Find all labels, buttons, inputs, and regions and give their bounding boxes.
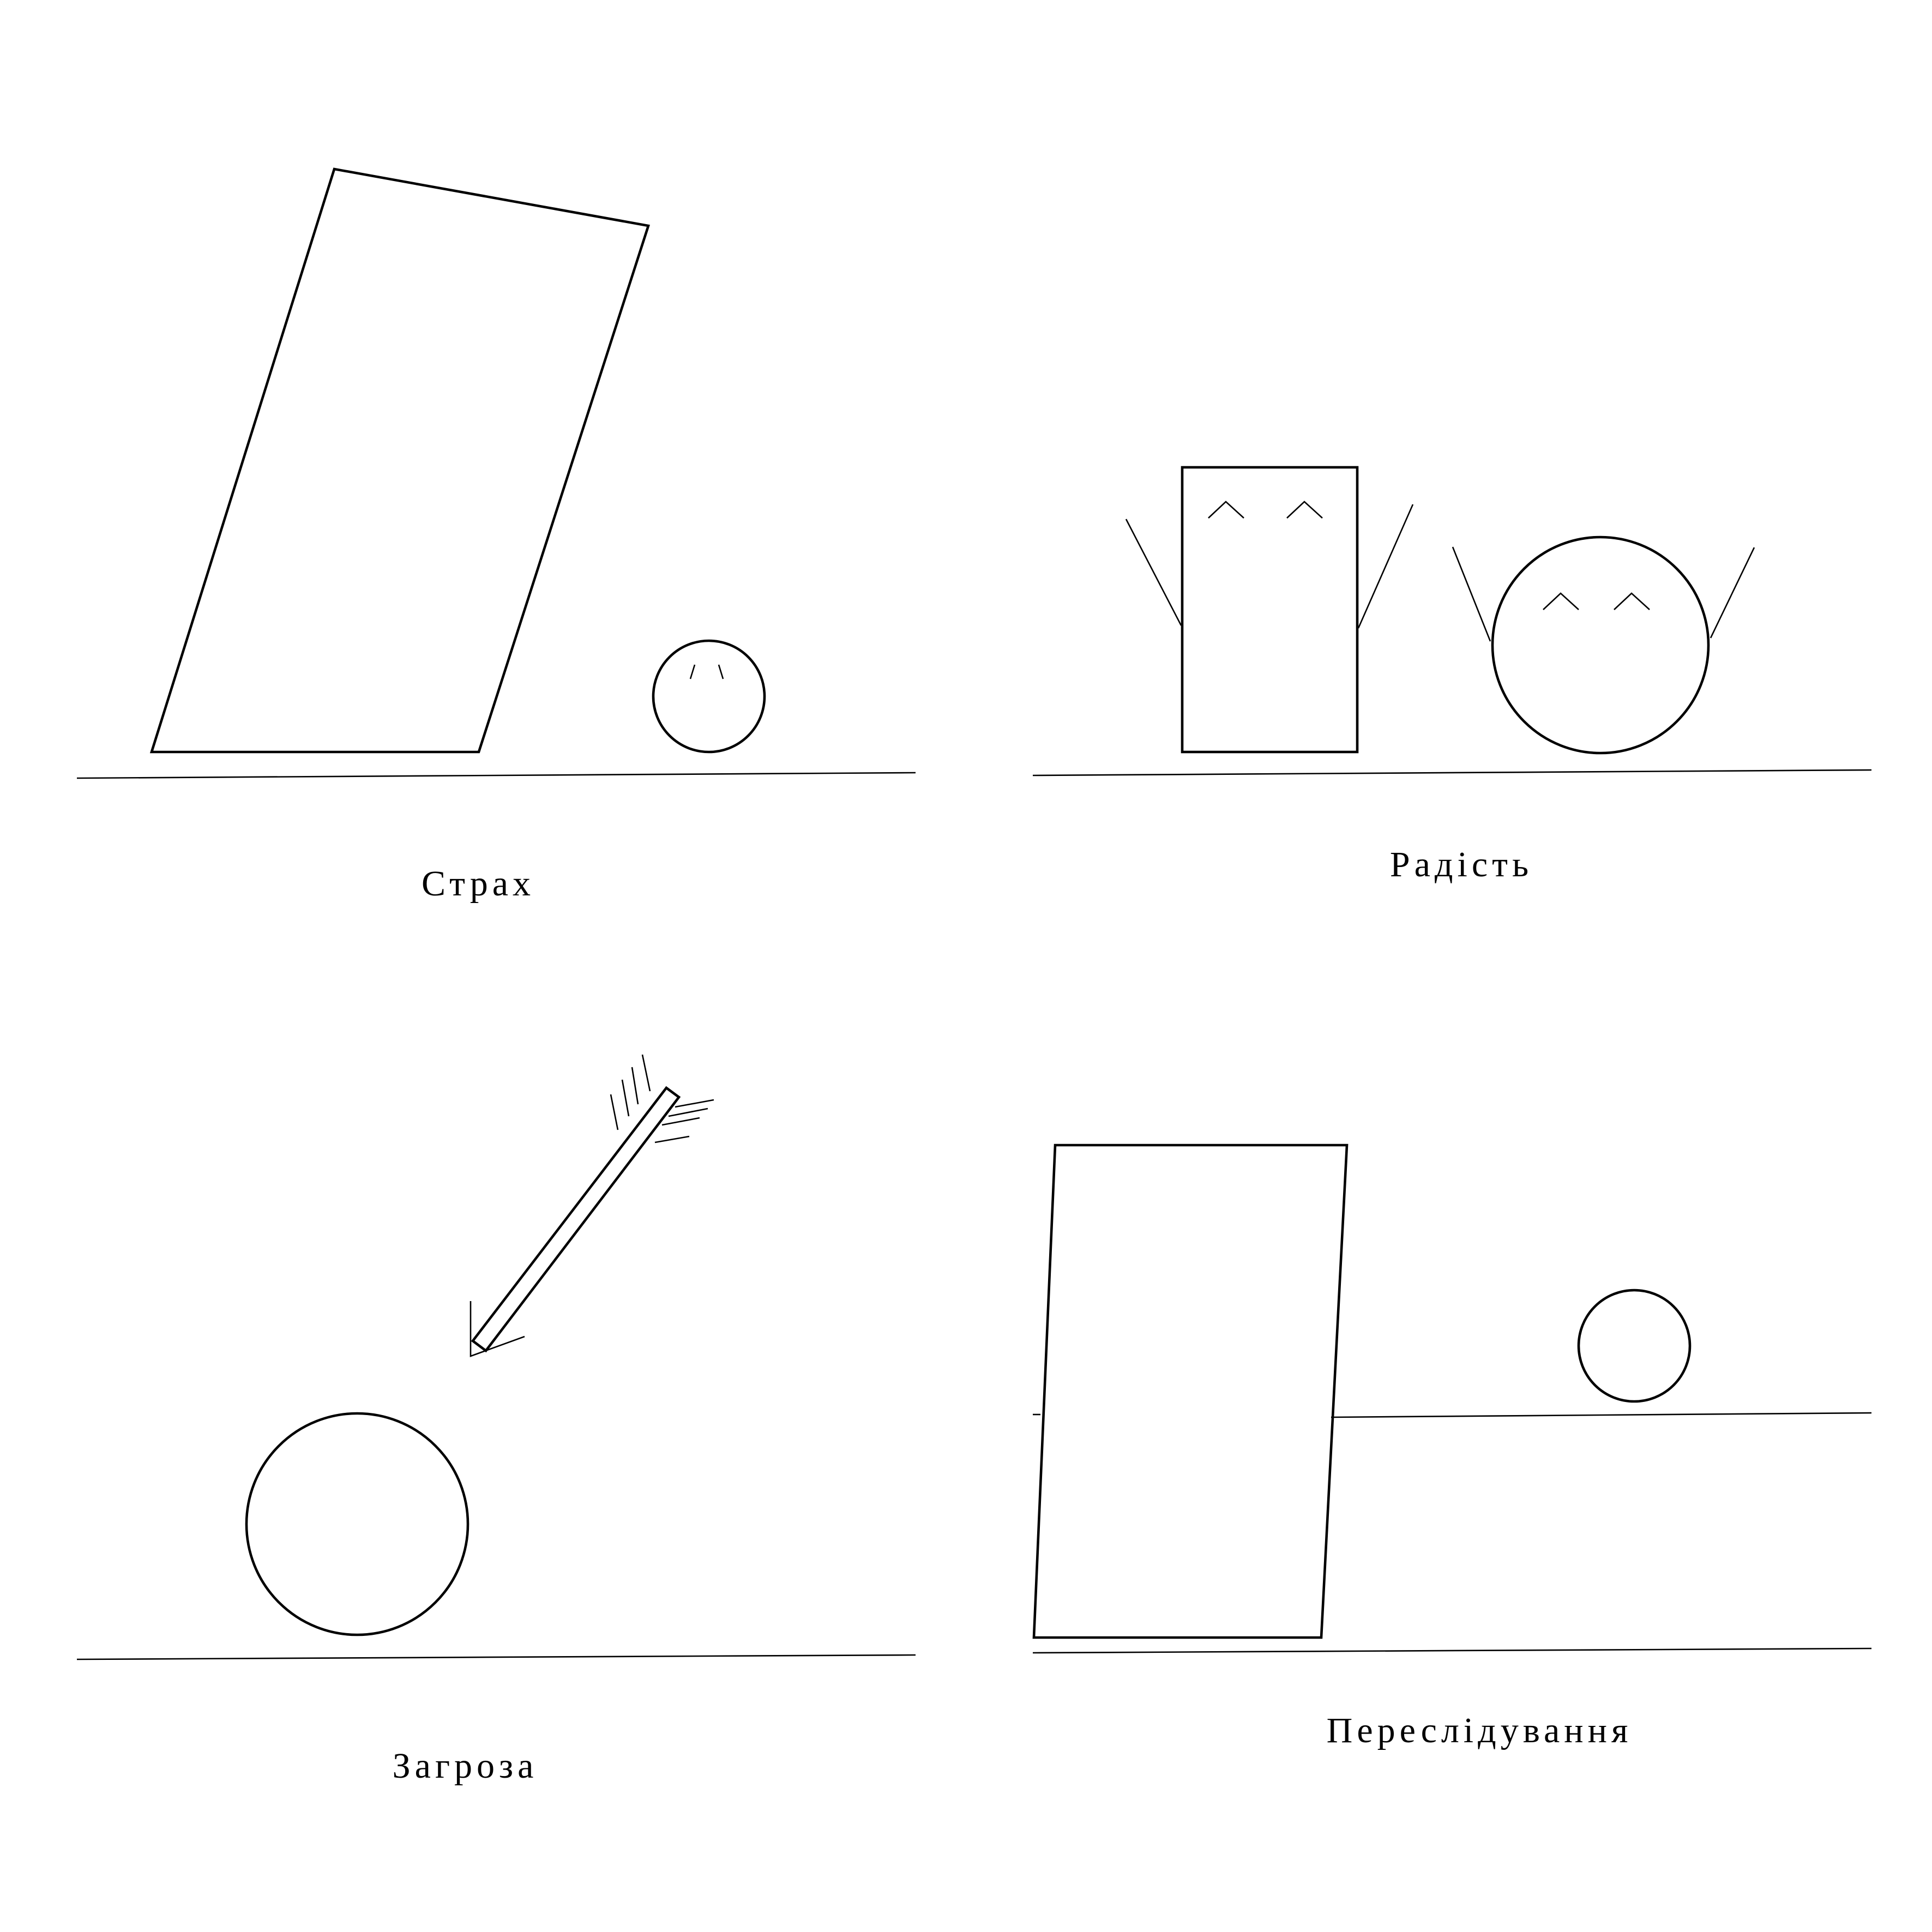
happy-eye-left xyxy=(1543,592,1579,610)
panel-fear: Страх xyxy=(76,167,916,904)
circle-character xyxy=(1491,535,1710,755)
panel-joy: Радість xyxy=(1032,466,1872,884)
panel-chase: Переслідування xyxy=(1032,1143,1872,1750)
caption-joy: Радість xyxy=(1390,845,1533,884)
arrow-head xyxy=(470,1301,525,1357)
rectangle-character xyxy=(1181,466,1359,754)
worried-eye-left xyxy=(689,664,696,679)
happy-eye-right xyxy=(1614,592,1650,610)
tilted-rectangle xyxy=(149,167,650,754)
raised-arm-left xyxy=(1125,519,1182,626)
small-circle-character xyxy=(652,639,766,754)
caption-chase: Переслідування xyxy=(1327,1711,1633,1750)
happy-eye-left xyxy=(1208,501,1244,519)
caption-threat: Загроза xyxy=(393,1746,538,1786)
arrow-shaft xyxy=(471,1086,681,1353)
circle-character xyxy=(245,1412,470,1636)
worried-eye-right xyxy=(718,664,724,679)
arrow-fletching xyxy=(610,1054,714,1143)
small-circle-character xyxy=(1577,1289,1692,1403)
raised-arm-right xyxy=(1710,547,1755,639)
raised-ground-line xyxy=(1331,1412,1872,1418)
happy-eye-right xyxy=(1286,501,1323,519)
tilted-rectangle xyxy=(1032,1143,1349,1639)
panel-threat: Загроза xyxy=(76,1054,916,1786)
ground-line xyxy=(76,1654,916,1660)
caption-fear: Страх xyxy=(422,864,535,904)
raised-arm-left xyxy=(1452,546,1491,642)
ground-line xyxy=(1032,1647,1872,1654)
ground-line xyxy=(76,772,916,779)
ground-line xyxy=(1032,769,1872,777)
raised-arm-right xyxy=(1357,504,1414,629)
